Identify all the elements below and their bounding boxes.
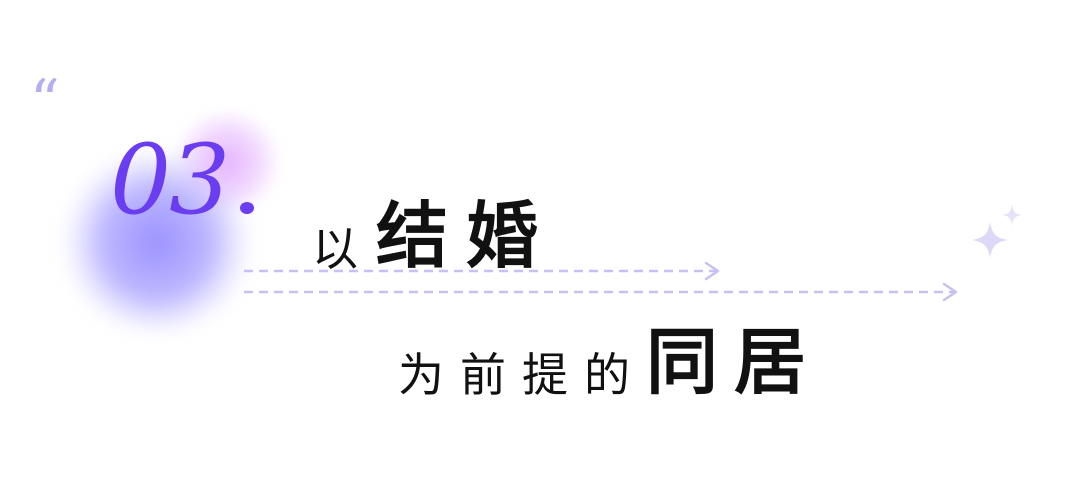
- title-char: 前: [460, 348, 506, 402]
- dashed-arrow-long: [244, 282, 958, 302]
- title-char: 的: [584, 348, 630, 402]
- section-number: 03: [110, 124, 230, 236]
- title-line-2: 为 前 提 的 同 居: [398, 308, 807, 404]
- section-number-dot: [240, 202, 254, 214]
- title-char-emphasis: 居: [734, 319, 807, 404]
- quote-mark-icon: “: [30, 67, 60, 135]
- sparkle-icon: [972, 204, 1022, 258]
- title-char: 以: [312, 222, 358, 276]
- title-char: 提: [522, 348, 568, 402]
- title-char-emphasis: 婚: [466, 193, 539, 278]
- title-char-emphasis: 结: [376, 193, 449, 278]
- title-char-emphasis: 同: [646, 319, 719, 404]
- title-char: 为: [398, 348, 444, 402]
- dashed-arrow-short: [244, 261, 720, 281]
- glow-orb-large-icon: [62, 152, 252, 332]
- title-line-1: 以 结 婚: [312, 192, 539, 278]
